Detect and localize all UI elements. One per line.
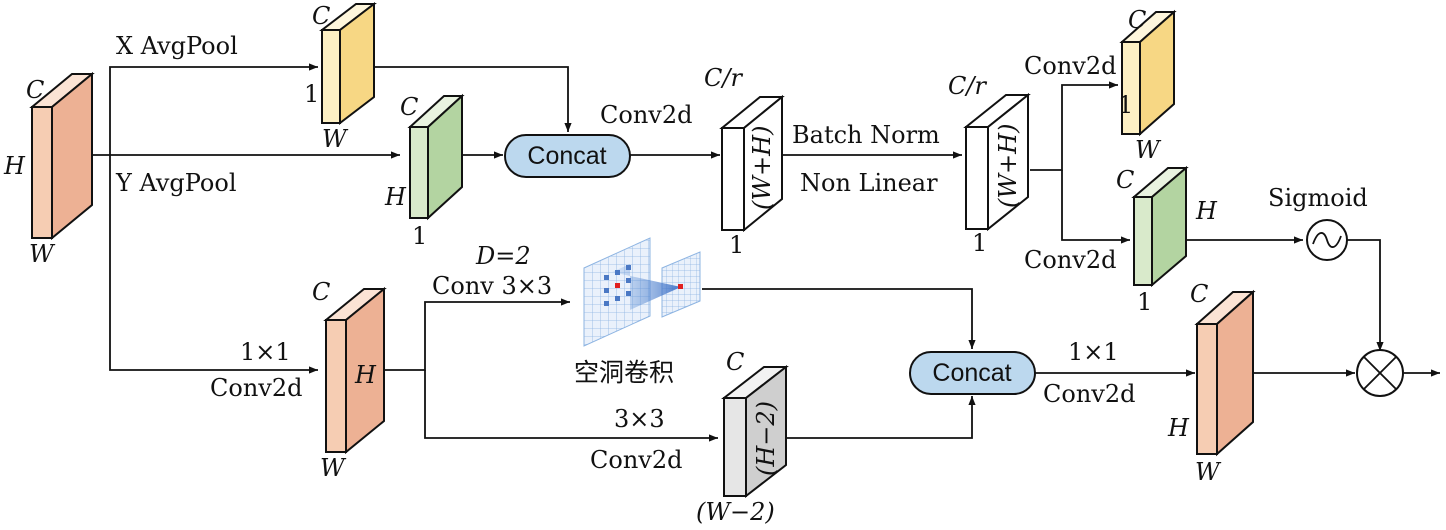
x-pool-block: [319, 1, 377, 126]
yatt-dim-1: 1: [1137, 288, 1152, 316]
conv-dim-w-plus-h: (W+H): [748, 126, 776, 210]
yatt-dim-c: C: [1116, 166, 1134, 194]
lower-conv2d-label: Conv2d: [210, 374, 302, 402]
concat-node-top: Concat: [504, 134, 631, 178]
concat-node-bottom: Concat: [909, 351, 1036, 395]
yatt-dim-h: H: [1195, 197, 1218, 225]
conv3x3-output-block: [721, 364, 789, 499]
batchnorm-block: [963, 92, 1031, 232]
sigmoid-node: [1306, 219, 1348, 261]
dilation-label: D=2: [475, 242, 531, 270]
dilated-conv-cn-label: 空洞卷积: [574, 358, 674, 387]
bn-dim-1: 1: [972, 229, 987, 257]
lower-dim-w: W: [320, 454, 347, 482]
arrow-input-to-lower-conv: [109, 155, 318, 374]
output-dim-c: C: [1190, 280, 1208, 308]
ypool-dim-h: H: [384, 183, 407, 211]
arrow-dilated-to-concat2: [702, 288, 976, 349]
sigmoid-curve-icon: [1312, 232, 1342, 248]
y-pool-block: [407, 93, 465, 221]
y-avgpool-label: Y AvgPool: [115, 169, 237, 197]
dilated-conv-illustration: [583, 237, 701, 347]
arrow-to-dilated-conv: [385, 298, 570, 371]
x-attention-block: [1119, 9, 1177, 137]
input-dim-h: H: [3, 152, 26, 180]
xpool-dim-1: 1: [304, 80, 319, 108]
conv2d-reduced-block: [719, 94, 785, 233]
arrow-bn-to-x-conv2d: [1030, 81, 1118, 171]
arrow-to-3x3-conv: [424, 370, 718, 442]
concat-label-bottom: Concat: [932, 359, 1011, 387]
input-dim-c: C: [26, 76, 44, 104]
lower-1x1-label: 1×1: [240, 338, 291, 366]
conv3x3-size-label: 3×3: [614, 405, 665, 433]
batch-norm-label: Batch Norm: [792, 121, 940, 149]
lower-dim-h: H: [354, 361, 377, 389]
conv-dim-1: 1: [729, 231, 744, 259]
ypool-dim-c: C: [400, 93, 418, 121]
gray-dim-w-minus-2: (W−2): [696, 498, 775, 526]
gray-dim-h-minus-2: (H−2): [752, 401, 780, 476]
non-linear-label: Non Linear: [800, 169, 938, 197]
dilated-input-grid: [583, 237, 651, 347]
bn-dim-w-plus-h: (W+H): [994, 124, 1022, 208]
xpool-dim-c: C: [312, 2, 330, 30]
gray-dim-c: C: [726, 348, 744, 376]
arrow-input-to-x-pool: [109, 63, 318, 155]
arrow-bn-to-y-conv2d: [1061, 170, 1130, 244]
labels: C H W X AvgPool Y AvgPool C 1 W C H 1 Co…: [3, 2, 1368, 526]
x-avgpool-label: X AvgPool: [116, 32, 238, 60]
output-dim-h: H: [1167, 414, 1190, 442]
xatt-dim-w: W: [1135, 136, 1162, 164]
receptive-field-beam: [612, 264, 681, 318]
output-dim-w: W: [1195, 458, 1222, 486]
y-attention-block: [1131, 165, 1189, 288]
arrow-xpool-to-concat: [375, 66, 572, 132]
xatt-dim-1: 1: [1118, 91, 1133, 119]
bn-dim-c-over-r: C/r: [948, 72, 987, 100]
ypool-dim-1: 1: [412, 222, 427, 250]
conv2d-label-top: Conv2d: [600, 101, 692, 129]
sigmoid-label: Sigmoid: [1268, 184, 1368, 212]
concat-label-top: Concat: [527, 142, 606, 170]
xatt-dim-c: C: [1128, 6, 1146, 34]
input-feature-block: [29, 71, 95, 241]
multiply-node: [1356, 349, 1404, 397]
conv3x3-conv2d-label: Conv2d: [590, 446, 682, 474]
xpool-dim-w: W: [322, 125, 349, 153]
lower-conv1x1-block: [323, 286, 387, 455]
conv3x3-dilated-label: Conv 3×3: [432, 272, 552, 300]
output-1x1-label: 1×1: [1068, 338, 1119, 366]
conv2d-label-y: Conv2d: [1024, 246, 1116, 274]
arrow-gray-to-concat2: [785, 396, 976, 439]
output-conv2d-label: Conv2d: [1043, 380, 1135, 408]
conv2d-label-x: Conv2d: [1024, 52, 1116, 80]
lower-dim-c: C: [312, 278, 330, 306]
output-conv-block: [1194, 289, 1256, 457]
conv-dim-c-over-r: C/r: [704, 64, 743, 92]
kernel-dots: [604, 265, 683, 306]
input-dim-w: W: [29, 240, 56, 268]
